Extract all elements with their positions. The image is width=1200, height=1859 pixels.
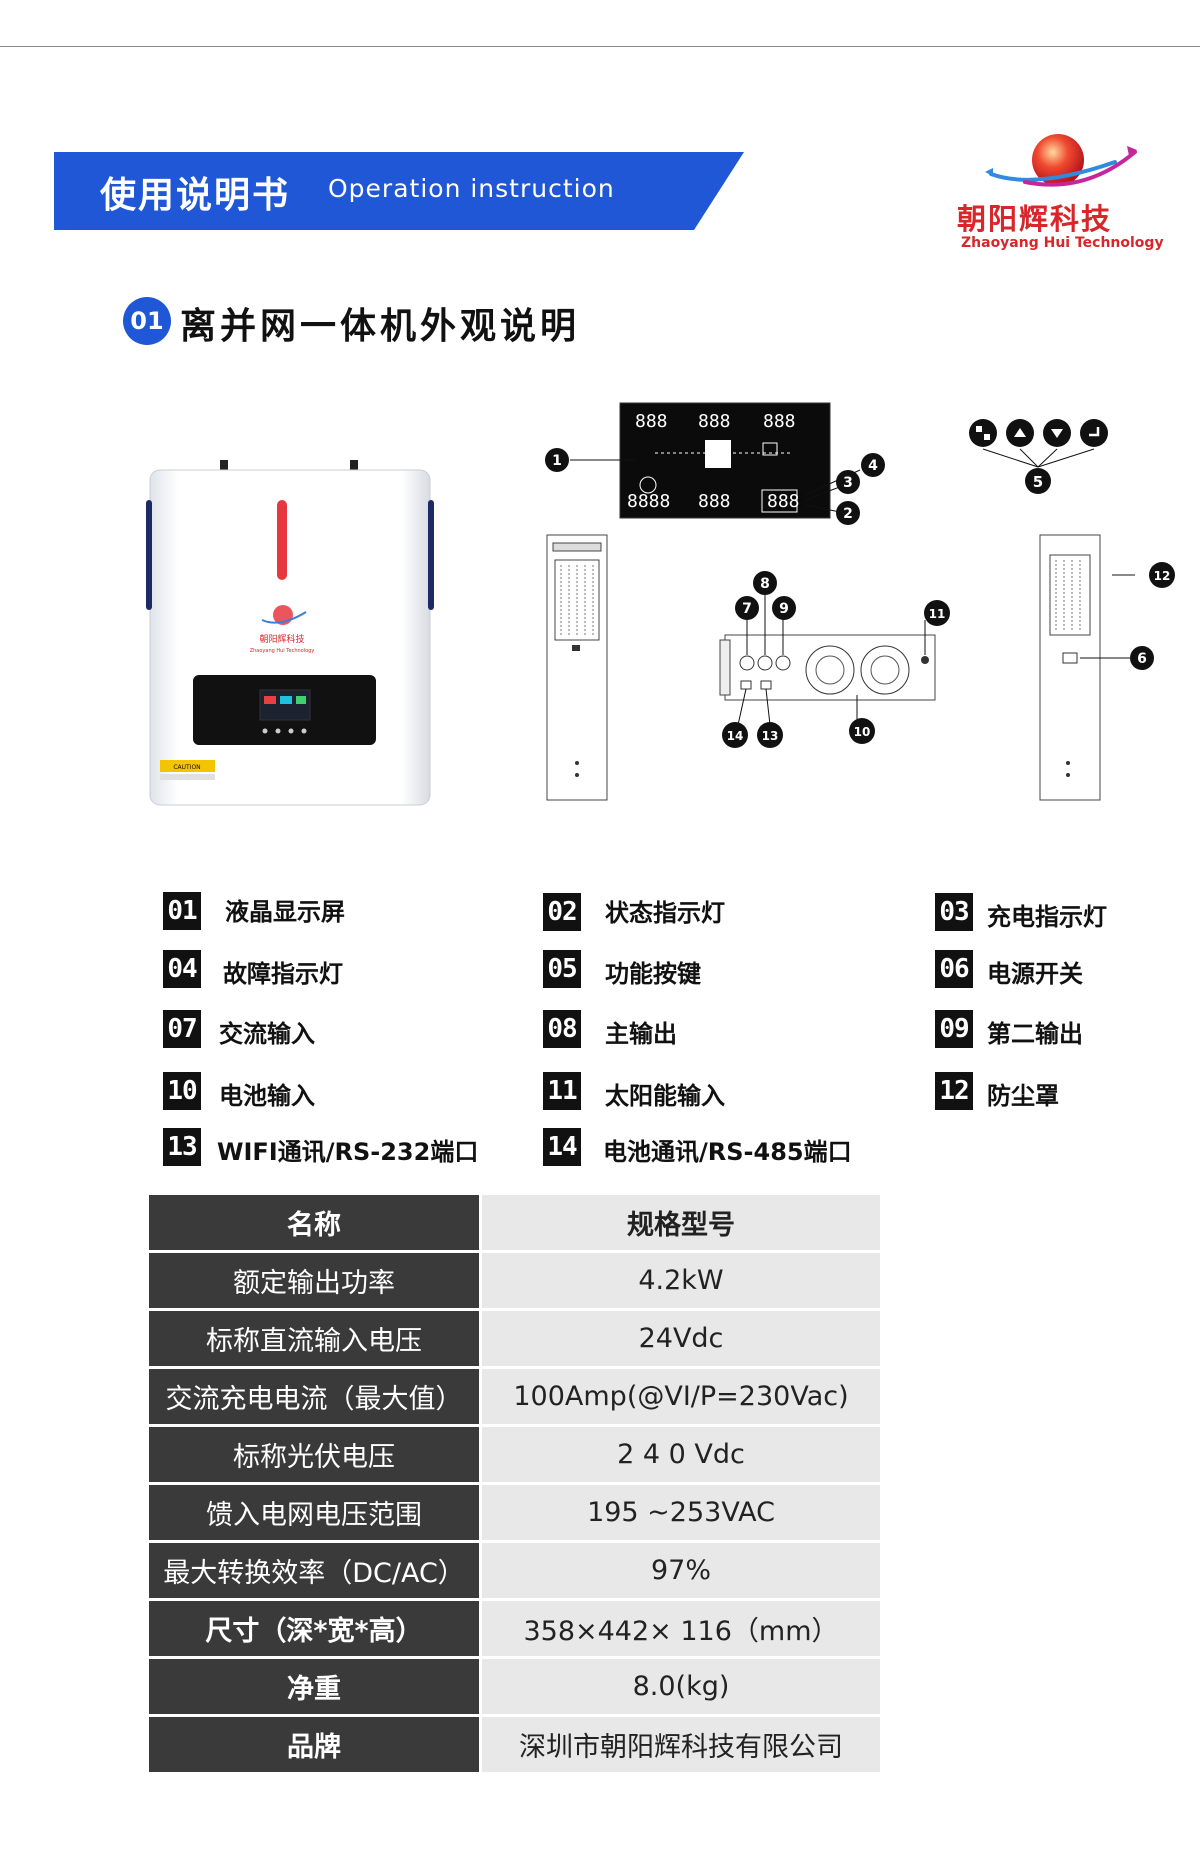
- spec-name: 尺寸（深*宽*高）: [149, 1601, 479, 1656]
- legend-label: 主输出: [605, 1020, 677, 1048]
- product-brand-text-en: Zhaoyang Hui Technology: [250, 648, 315, 654]
- callout-13: 13: [762, 729, 779, 743]
- spec-name: 最大转换效率（DC/AC）: [149, 1543, 479, 1598]
- lcd-digits-4: 8888: [627, 491, 670, 512]
- spec-value: 24Vdc: [479, 1311, 880, 1366]
- caution-label: CAUTION: [173, 764, 200, 771]
- callout-10: 10: [854, 725, 871, 739]
- callout-4: 4: [868, 458, 878, 474]
- table-row: 最大转换效率（DC/AC） 97%: [149, 1543, 880, 1598]
- legend-number: 14: [543, 1128, 581, 1166]
- spec-name: 馈入电网电压范围: [149, 1485, 479, 1540]
- lcd-digits-6: 888: [767, 491, 800, 512]
- table-row: 品牌 深圳市朝阳辉科技有限公司: [149, 1717, 880, 1772]
- table-row: 尺寸（深*宽*高） 358×442× 116（mm）: [149, 1601, 880, 1656]
- logo-name-cn: 朝阳辉科技: [957, 202, 1113, 236]
- logo-name-en: Zhaoyang Hui Technology: [961, 235, 1164, 251]
- callout-9: 9: [779, 601, 789, 617]
- legend-number: 06: [935, 950, 973, 988]
- callout-7: 7: [742, 601, 752, 617]
- table-row: 标称直流输入电压 24Vdc: [149, 1311, 880, 1366]
- banner-title-en: Operation instruction: [328, 174, 615, 203]
- spec-table-header: 名称 规格型号: [149, 1195, 880, 1250]
- legend-number: 09: [935, 1010, 973, 1048]
- section-title: 离并网一体机外观说明: [180, 306, 581, 347]
- spec-header-name: 名称: [149, 1195, 479, 1250]
- logo-sun-icon: [985, 134, 1137, 187]
- legend-number: 01: [163, 892, 201, 930]
- spec-value: 2 4 0 Vdc: [479, 1427, 880, 1482]
- spec-value: 97%: [479, 1543, 880, 1598]
- legend-label: 液晶显示屏: [225, 898, 345, 926]
- table-row: 净重 8.0(kg): [149, 1659, 880, 1714]
- title-banner: 使用说明书 Operation instruction: [54, 152, 744, 230]
- callout-11: 11: [929, 607, 946, 621]
- legend-label: 太阳能输入: [605, 1082, 725, 1110]
- legend-label: 故障指示灯: [223, 960, 343, 988]
- legend-label: 状态指示灯: [605, 899, 725, 927]
- spec-value: 8.0(kg): [479, 1659, 880, 1714]
- callout-6: 6: [1137, 651, 1147, 667]
- legend-number: 13: [163, 1128, 201, 1166]
- spec-name: 交流充电电流（最大值）: [149, 1369, 479, 1424]
- top-divider-line: [0, 46, 1200, 47]
- legend-number: 04: [163, 950, 201, 988]
- legend-label: 第二输出: [987, 1020, 1083, 1048]
- callout-14: 14: [727, 729, 744, 743]
- legend-label: 充电指示灯: [987, 903, 1107, 931]
- product-photo: 朝阳辉科技 Zhaoyang Hui Technology CAUTION: [140, 450, 440, 814]
- spec-table: 名称 规格型号 额定输出功率 4.2kW 标称直流输入电压 24Vdc 交流充电…: [149, 1192, 880, 1775]
- spec-value: 195 ~253VAC: [479, 1485, 880, 1540]
- spec-name: 品牌: [149, 1717, 479, 1772]
- callout-12: 12: [1154, 569, 1171, 583]
- legend-label: 电源开关: [987, 960, 1083, 988]
- banner-background: [54, 152, 744, 230]
- inverter-front-illustration: 朝阳辉科技 Zhaoyang Hui Technology CAUTION: [146, 460, 434, 806]
- legend-number: 11: [543, 1072, 581, 1110]
- spec-value: 4.2kW: [479, 1253, 880, 1308]
- spec-value: 深圳市朝阳辉科技有限公司: [479, 1717, 880, 1772]
- spec-name: 净重: [149, 1659, 479, 1714]
- spec-name: 标称直流输入电压: [149, 1311, 479, 1366]
- lcd-digits-2: 888: [698, 411, 731, 432]
- legend-label: 防尘罩: [987, 1082, 1059, 1110]
- section-number-badge: 01: [123, 297, 171, 345]
- spec-name: 额定输出功率: [149, 1253, 479, 1308]
- table-row: 馈入电网电压范围 195 ~253VAC: [149, 1485, 880, 1540]
- product-brand-text-cn: 朝阳辉科技: [259, 633, 304, 645]
- table-row: 交流充电电流（最大值） 100Amp(@VI/P=230Vac): [149, 1369, 880, 1424]
- callout-1: 1: [552, 453, 562, 469]
- spec-name: 标称光伏电压: [149, 1427, 479, 1482]
- legend-number: 08: [543, 1010, 581, 1048]
- component-diagram: 888 888 888 8888 888 888: [535, 395, 1175, 819]
- table-row: 额定输出功率 4.2kW: [149, 1253, 880, 1308]
- lcd-digits-1: 888: [635, 411, 668, 432]
- callout-5: 5: [1033, 473, 1043, 491]
- legend-number: 05: [543, 950, 581, 988]
- legend-label: 功能按键: [605, 960, 701, 988]
- diagram-svg: 888 888 888 8888 888 888: [545, 402, 1175, 801]
- lcd-digits-5: 888: [698, 491, 731, 512]
- legend-label: 交流输入: [219, 1020, 315, 1048]
- spec-value: 100Amp(@VI/P=230Vac): [479, 1369, 880, 1424]
- lcd-digits-3: 888: [763, 411, 796, 432]
- spec-header-value: 规格型号: [479, 1195, 880, 1250]
- callout-2: 2: [843, 506, 853, 522]
- legend-number: 02: [543, 893, 581, 931]
- legend-label: 电池通讯/RS-485端口: [603, 1138, 852, 1166]
- spec-value: 358×442× 116（mm）: [479, 1601, 880, 1656]
- legend-number: 03: [935, 893, 973, 931]
- company-logo: 朝阳辉科技 Zhaoyang Hui Technology: [955, 132, 1170, 262]
- callout-8: 8: [760, 576, 770, 592]
- legend-number: 07: [163, 1010, 201, 1048]
- banner-title-cn: 使用说明书: [100, 175, 291, 216]
- legend-label: WIFI通讯/RS-232端口: [217, 1138, 479, 1166]
- legend-number: 10: [163, 1072, 201, 1110]
- table-row: 标称光伏电压 2 4 0 Vdc: [149, 1427, 880, 1482]
- legend-number: 12: [935, 1072, 973, 1110]
- callout-3: 3: [843, 475, 853, 491]
- legend-label: 电池输入: [219, 1082, 315, 1110]
